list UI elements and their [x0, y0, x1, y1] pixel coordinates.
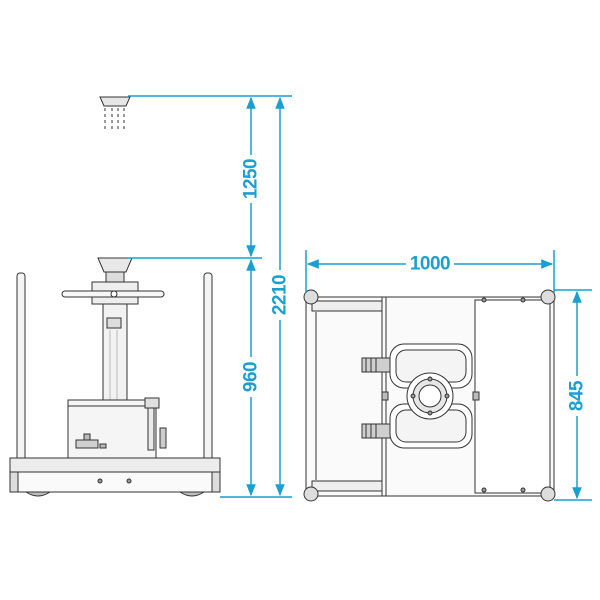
side-view [9, 96, 221, 497]
right-plate [474, 299, 551, 494]
dim-label-1000: 1000 [410, 254, 450, 275]
wheel-bl [303, 486, 319, 502]
dim-label-1250: 1250 [241, 159, 262, 199]
dim-label-960: 960 [241, 362, 262, 392]
left-post [16, 272, 26, 464]
right-post [203, 272, 213, 464]
side-platform [9, 457, 221, 473]
top-view [303, 289, 556, 502]
dim-label-845: 845 [567, 380, 588, 411]
wheel-right [178, 491, 206, 497]
dimension-labels: 1250 960 2210 1000 845 [241, 155, 588, 416]
adjust-knob [75, 439, 99, 449]
dim-label-2210: 2210 [270, 275, 291, 315]
raised-head-outline [99, 96, 131, 130]
wheel-tr [540, 289, 556, 305]
wheel-br [540, 486, 556, 502]
wheel-left [24, 491, 52, 497]
base-cabinet [67, 399, 157, 459]
head-cup [97, 257, 133, 283]
wheel-tl [303, 289, 319, 305]
